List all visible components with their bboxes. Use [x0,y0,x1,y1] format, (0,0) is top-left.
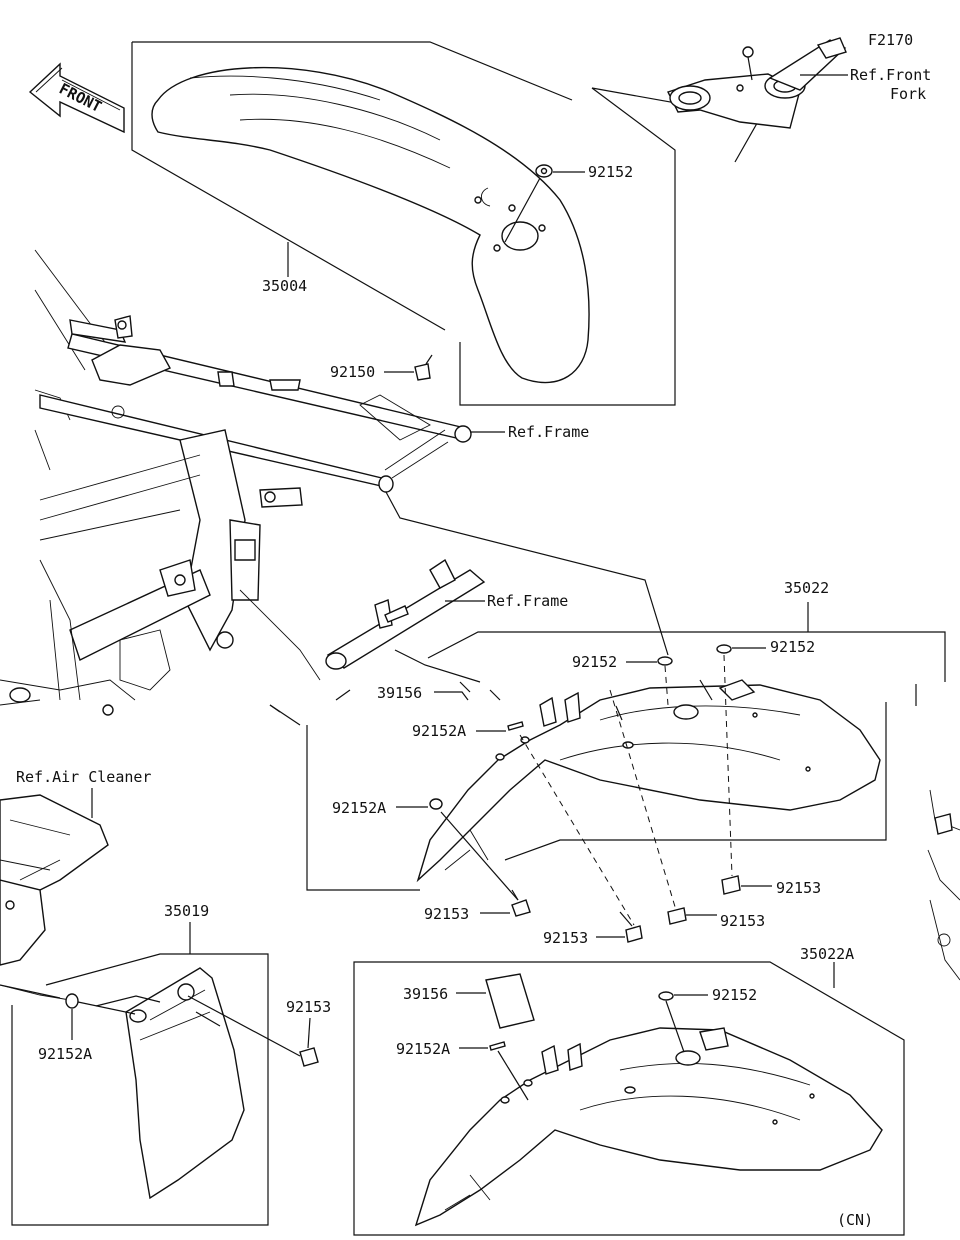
part-number-92150: 92150 [330,363,375,381]
part-number-92152-front: 92152 [588,163,633,181]
side-cover-group: 35019 92152A 92153 [0,902,331,1226]
part-number-92153-rear-b: 92153 [543,929,588,947]
part-number-92152-cn: 92152 [712,986,757,1004]
washer [716,644,732,654]
bolt [721,875,772,895]
frame-ref: Ref.Frame [0,249,669,716]
pad [485,973,535,1029]
part-number-92152A-rear-b: 92152A [332,799,386,817]
front-arrow-icon: FRONT [28,62,125,134]
collar [489,1041,506,1051]
bolt [596,911,643,943]
part-number-92152A-rear-a: 92152A [412,722,466,740]
right-edge-partial [927,789,960,981]
washer [658,991,674,1001]
rear-fender-cn [414,1027,883,1227]
part-number-92153-side: 92153 [286,998,331,1016]
front-fender-group: 92152 92150 35004 [131,41,676,406]
variant-note-cn: (CN) [837,1211,873,1229]
bolt [480,889,531,917]
part-number-92153-rear-c: 92153 [720,912,765,930]
ref-front-fork-line2: Fork [890,85,926,103]
part-number-92152-rear-b: 92152 [770,638,815,656]
rear-fender-group: Ref.Frame 35022 39156 92152 92152 [269,558,946,947]
part-number-92153-rear-a: 92153 [424,905,469,923]
washer [657,656,673,666]
part-number-35022: 35022 [784,579,829,597]
ref-frame-mid: Ref.Frame [487,592,568,610]
figure-code: F2170 [868,31,913,49]
part-number-92152A-cn: 92152A [396,1040,450,1058]
rear-fender-cn-group: 35022A (CN) 39156 92152 92152A [353,945,905,1236]
part-number-39156: 39156 [377,684,422,702]
part-number-92153-rear-d: 92153 [776,879,821,897]
rear-fender [416,684,881,883]
ref-front-fork-line1: Ref.Front [850,66,931,84]
front-fork-ref: Ref.Front Fork [591,37,931,163]
bolt [299,1047,319,1067]
part-number-92152A-side: 92152A [38,1045,92,1063]
side-cover [125,967,245,1200]
part-number-39156-cn: 39156 [403,985,448,1003]
part-number-35022A: 35022A [800,945,854,963]
collar [429,798,443,810]
bolt [414,363,431,381]
air-cleaner-ref: Ref.Air Cleaner [0,768,151,1001]
part-number-35019: 35019 [164,902,209,920]
bolt [667,907,717,925]
ref-air-cleaner: Ref.Air Cleaner [16,768,151,786]
front-fender [151,66,590,384]
part-number-35004: 35004 [262,277,307,295]
collar [65,993,79,1009]
ref-frame-top: Ref.Frame [508,423,589,441]
part-number-92152-rear-a: 92152 [572,653,617,671]
